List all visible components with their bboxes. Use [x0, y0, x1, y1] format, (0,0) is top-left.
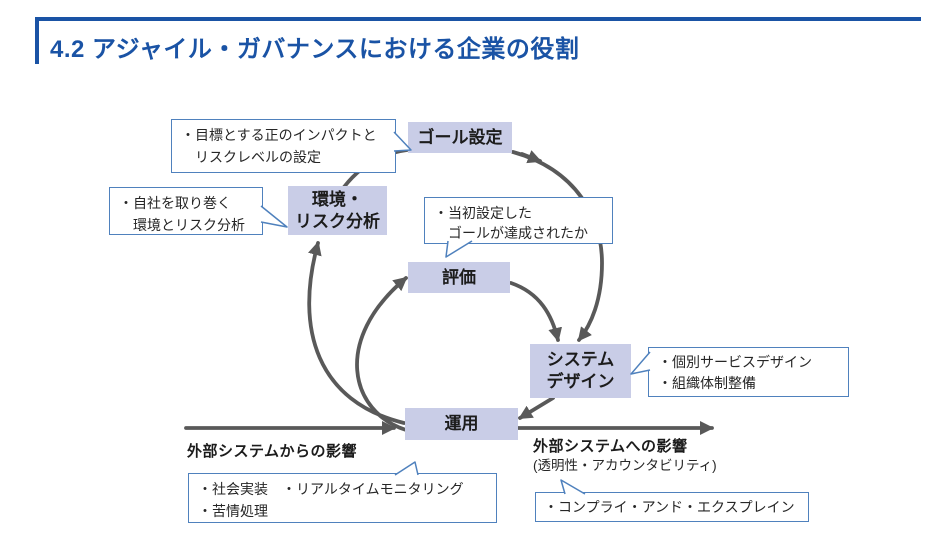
node-goal-setting-label: ゴール設定 — [417, 127, 503, 147]
axis-label-influence-from-external: 外部システムからの影響 — [187, 443, 358, 460]
header-top-rule — [35, 17, 921, 21]
header-left-bar — [35, 17, 39, 64]
callout-env-note-pointer — [260, 205, 288, 228]
node-env-line2: リスク分析 — [295, 211, 380, 231]
callout-eval-note-line2: ゴールが達成されたか — [448, 225, 588, 241]
arrow-system-to-operation — [518, 396, 555, 420]
callout-goal-note: ・目標とする正のインパクトと リスクレベルの設定 — [171, 119, 396, 173]
callout-env-note: ・自社を取り巻く 環境とリスク分析 — [109, 187, 263, 235]
node-system-design: システム デザイン — [530, 344, 631, 398]
arrow-operation-to-env — [307, 241, 406, 425]
node-environment-risk-analysis: 環境・ リスク分析 — [288, 186, 387, 235]
callout-eval-note-line1: ・当初設定した — [434, 205, 532, 221]
callout-eval-note: ・当初設定した ゴールが達成されたか — [424, 197, 613, 244]
callout-operation-note-pointer — [394, 461, 419, 476]
callout-external-note: ・コンプライ・アンド・エクスプレイン — [535, 492, 809, 522]
callout-goal-note-line1: ・目標とする正のインパクトと — [181, 127, 377, 143]
axis-label-influence-to-external: 外部システムへの影響 — [533, 438, 688, 455]
callout-system-note-pointer — [630, 351, 651, 375]
callout-env-note-line1: ・自社を取り巻く — [119, 195, 231, 211]
callout-operation-note-line1: ・社会実装 ・リアルタイムモニタリング — [198, 481, 464, 497]
callout-system-note: ・個別サービスデザイン ・組織体制整備 — [648, 347, 849, 397]
axis-sublabel-transparency-accountability: (透明性・アカウンタビリティ) — [533, 458, 717, 473]
callout-operation-note-line2: ・苦情処理 — [198, 503, 268, 519]
callout-env-note-line2: 環境とリスク分析 — [133, 217, 245, 233]
node-operation-label: 運用 — [444, 414, 479, 433]
callout-goal-note-line2: リスクレベルの設定 — [195, 149, 321, 165]
page-title: 4.2 アジャイル・ガバナンスにおける企業の役割 — [50, 36, 580, 63]
node-evaluation-label: 評価 — [442, 267, 476, 287]
node-env-line1: 環境・ — [312, 189, 363, 209]
callout-external-note-line1: ・コンプライ・アンド・エクスプレイン — [544, 499, 795, 515]
callout-eval-note-pointer — [445, 240, 473, 258]
node-operation: 運用 — [405, 408, 518, 440]
node-evaluation: 評価 — [408, 262, 510, 293]
node-goal-setting: ゴール設定 — [408, 122, 512, 153]
callout-external-note-pointer — [560, 479, 586, 495]
node-system-design-line2: デザイン — [546, 372, 615, 391]
callout-operation-note: ・社会実装 ・リアルタイムモニタリング ・苦情処理 — [188, 473, 497, 523]
callout-goal-note-pointer — [393, 131, 412, 152]
callout-system-note-line2: ・組織体制整備 — [658, 375, 756, 391]
arrow-eval-to-system — [509, 281, 563, 342]
arrow-goal-to-system-midhead — [520, 150, 542, 164]
arrow-goal-to-system — [511, 150, 604, 342]
arrow-operation-to-eval — [355, 276, 408, 432]
node-system-design-line1: システム — [546, 350, 615, 369]
callout-system-note-line1: ・個別サービスデザイン — [658, 354, 812, 370]
